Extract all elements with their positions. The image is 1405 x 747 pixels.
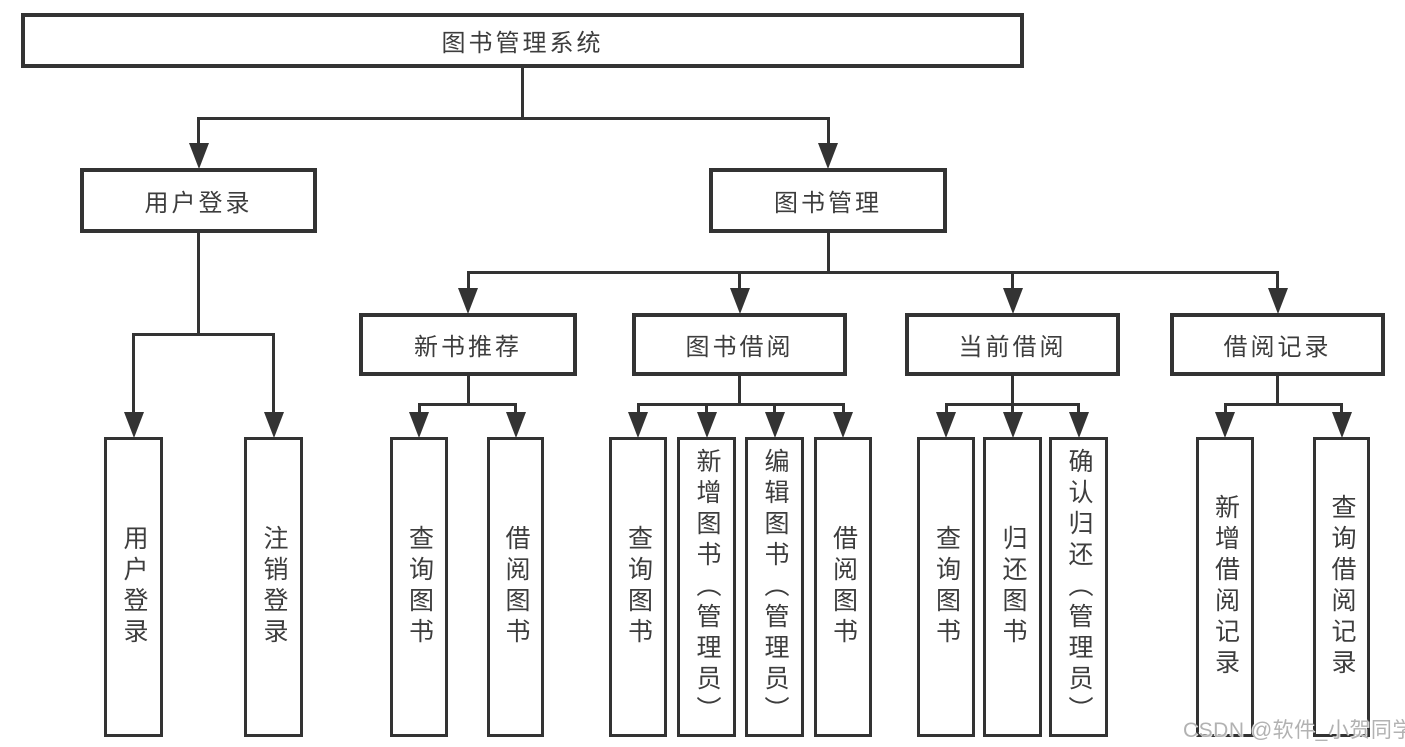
node-borrow-records: 借阅记录 <box>1170 313 1385 376</box>
arrow-down-icon <box>505 412 526 438</box>
connector-stem <box>738 376 741 406</box>
node-current-borrow: 当前借阅 <box>905 313 1120 376</box>
arrow-down-icon <box>833 412 853 438</box>
connector-drop <box>514 404 517 417</box>
node-book-mgmt: 图书管理 <box>709 168 947 233</box>
connector-drop <box>132 334 135 417</box>
node-leaf-return-book: 归还图书 <box>983 437 1042 737</box>
connector-drop <box>705 404 708 417</box>
node-leaf-confirm-return: 确认归还（管理员） <box>1049 437 1108 737</box>
connector-drop <box>272 334 275 417</box>
node-leaf-query-record: 查询借阅记录 <box>1313 437 1370 737</box>
node-label: 当前借阅 <box>958 334 1067 361</box>
node-label: 图书管理系统 <box>441 30 604 57</box>
node-book-borrow: 图书借阅 <box>632 313 847 376</box>
connector-drop <box>738 272 741 293</box>
node-label: 用户登录 <box>120 525 148 649</box>
connector-drop <box>773 404 776 417</box>
node-leaf-logout: 注销登录 <box>244 437 303 737</box>
arrow-down-icon <box>1267 288 1288 314</box>
connector-drop <box>466 272 470 293</box>
node-leaf-borrow-book-2: 借阅图书 <box>814 437 872 737</box>
node-leaf-query-book-3: 查询图书 <box>917 437 975 737</box>
connector-stem <box>521 68 524 120</box>
arrow-down-icon <box>1002 412 1023 438</box>
node-leaf-query-book-1: 查询图书 <box>390 437 448 737</box>
node-new-book-rec: 新书推荐 <box>359 313 577 376</box>
arrow-down-icon <box>1331 412 1352 438</box>
connector-drop <box>636 404 640 417</box>
arrow-down-icon <box>696 412 717 438</box>
node-user-login: 用户登录 <box>80 168 317 233</box>
connector-stem <box>466 376 470 406</box>
arrow-down-icon <box>1215 412 1235 438</box>
connector-bar <box>417 402 517 406</box>
connector-stem <box>1276 376 1279 406</box>
node-label: 注销登录 <box>260 525 288 649</box>
arrow-down-icon <box>263 412 284 438</box>
node-leaf-edit-book: 编辑图书（管理员） <box>745 437 804 737</box>
arrow-down-icon <box>1068 412 1089 438</box>
watermark: CSDN @软件_小贺同学 <box>1183 719 1405 742</box>
arrow-down-icon <box>936 412 956 438</box>
node-label: 新增图书（管理员） <box>693 447 721 727</box>
arrow-down-icon <box>188 143 209 169</box>
connector-drop <box>197 118 200 148</box>
connector-drop <box>1223 404 1227 417</box>
node-root: 图书管理系统 <box>21 13 1024 68</box>
connector-drop <box>1340 404 1343 417</box>
node-label: 借阅记录 <box>1223 334 1332 361</box>
arrow-down-icon <box>764 412 785 438</box>
connector-stem <box>1011 376 1014 406</box>
node-label: 新增借阅记录 <box>1211 494 1240 680</box>
connector-bar <box>636 402 845 406</box>
node-label: 确认归还（管理员） <box>1065 447 1093 727</box>
connector-drop <box>417 404 421 417</box>
connector-drop <box>826 118 830 148</box>
arrow-down-icon <box>818 143 838 169</box>
node-label: 借阅图书 <box>502 525 530 649</box>
connector-drop <box>1011 404 1014 417</box>
arrow-down-icon <box>409 412 429 438</box>
node-label: 编辑图书（管理员） <box>761 447 789 727</box>
arrow-down-icon <box>123 412 144 438</box>
connector-bar <box>1223 402 1343 406</box>
connector-drop <box>1011 272 1014 293</box>
connector-drop <box>1077 404 1080 417</box>
node-label: 归还图书 <box>999 525 1027 649</box>
arrow-down-icon <box>1002 288 1023 314</box>
node-label: 图书借阅 <box>685 334 794 361</box>
connector-drop <box>1276 272 1279 293</box>
connector-drop <box>841 404 845 417</box>
node-label: 查询图书 <box>932 525 961 649</box>
node-label: 借阅图书 <box>829 525 858 649</box>
connector-bar <box>466 270 1279 274</box>
node-leaf-user-login: 用户登录 <box>104 437 163 737</box>
connector-drop <box>944 404 948 417</box>
node-label: 查询图书 <box>405 525 434 649</box>
connector-bar <box>132 332 275 336</box>
node-label: 新书推荐 <box>414 334 522 361</box>
node-leaf-add-record: 新增借阅记录 <box>1196 437 1254 737</box>
connector-bar <box>197 116 830 120</box>
arrow-down-icon <box>729 288 750 314</box>
node-label: 查询图书 <box>624 525 653 649</box>
arrow-down-icon <box>628 412 648 438</box>
node-leaf-query-book-2: 查询图书 <box>609 437 667 737</box>
connector-stem <box>197 233 200 336</box>
node-label: 用户登录 <box>144 190 253 217</box>
arrow-down-icon <box>458 288 478 314</box>
node-leaf-borrow-book-1: 借阅图书 <box>487 437 544 737</box>
connector-stem <box>826 233 830 274</box>
node-label: 查询借阅记录 <box>1328 494 1356 680</box>
node-label: 图书管理 <box>774 190 882 217</box>
node-leaf-add-book: 新增图书（管理员） <box>677 437 736 737</box>
